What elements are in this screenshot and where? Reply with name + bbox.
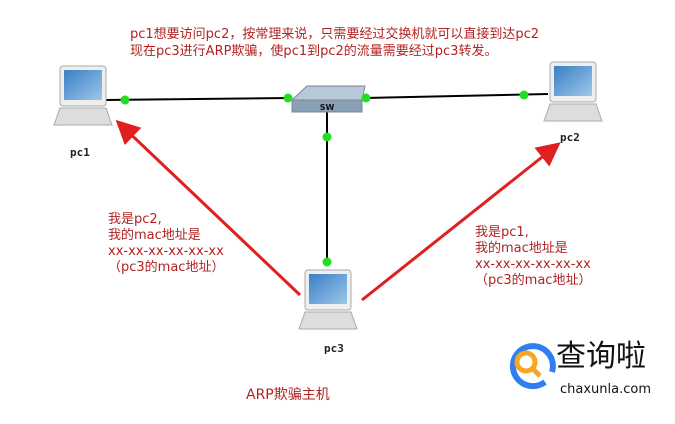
note-line: 我是pc1,	[475, 225, 529, 240]
logo-name: 查询啦	[556, 339, 646, 374]
note-line: （pc3的mac地址）	[108, 260, 225, 275]
header-line-1: pc1想要访问pc2，按常理来说，只需要经过交换机就可以直接到达pc2	[130, 27, 540, 42]
switch-icon[interactable]: SW	[290, 85, 366, 113]
pc3-label: pc3	[324, 342, 344, 355]
note-line: xx-xx-xx-xx-xx-xx	[108, 244, 224, 259]
logo-icon	[509, 343, 556, 390]
caption: ARP欺骗主机	[246, 387, 330, 403]
arrow-to-pc1	[115, 119, 302, 297]
svg-text:SW: SW	[320, 103, 335, 112]
pc1-label: pc1	[70, 146, 90, 159]
note-line: xx-xx-xx-xx-xx-xx	[475, 257, 591, 272]
note-line: 我是pc2,	[108, 212, 162, 227]
pc2-label: pc2	[560, 131, 580, 144]
right-note: 我是pc1, 我的mac地址是 xx-xx-xx-xx-xx-xx （pc3的m…	[475, 225, 625, 289]
arrows	[115, 119, 561, 302]
pc1-icon[interactable]	[53, 65, 113, 126]
note-line: 我的mac地址是	[108, 228, 201, 243]
pc2-icon[interactable]	[543, 61, 603, 122]
note-line: （pc3的mac地址）	[475, 273, 592, 288]
header-line-2: 现在pc3进行ARP欺骗，使pc1到pc2的流量需要经过pc3转发。	[130, 44, 498, 59]
arrow-to-pc2	[361, 142, 561, 302]
note-line: 我的mac地址是	[475, 241, 568, 256]
pc3-icon[interactable]	[298, 269, 358, 330]
logo-url: chaxunla.com	[560, 382, 651, 397]
left-note: 我是pc2, 我的mac地址是 xx-xx-xx-xx-xx-xx （pc3的m…	[108, 212, 258, 276]
link-dots	[120, 90, 529, 267]
